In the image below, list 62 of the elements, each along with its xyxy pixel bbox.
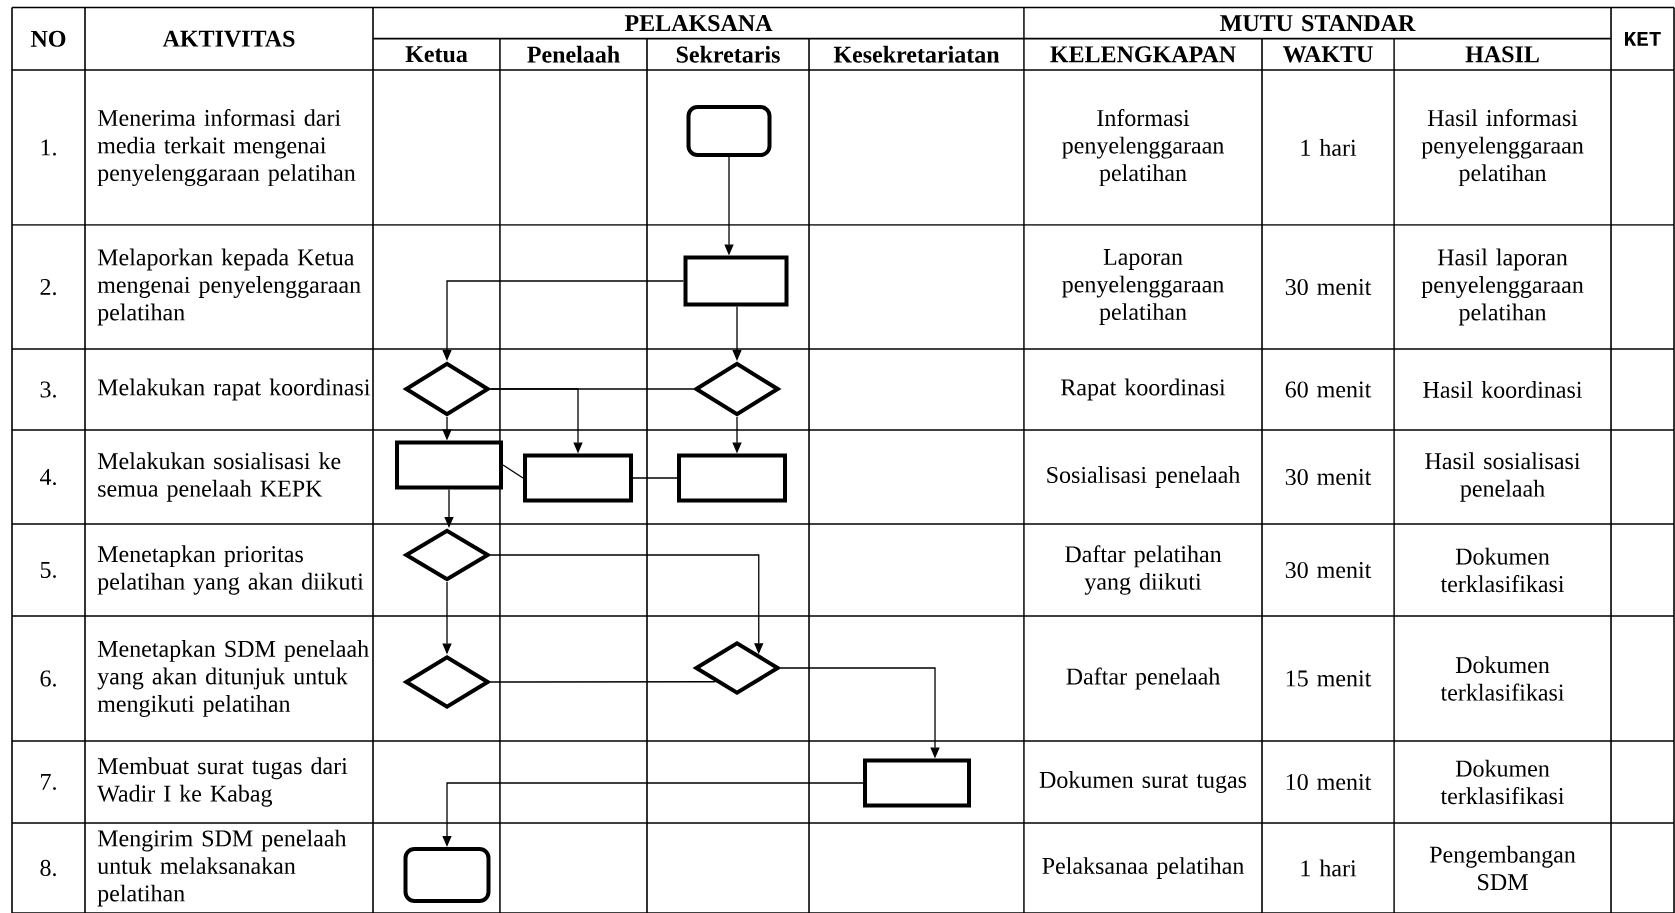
result-text: Pengembangan SDM xyxy=(1429,845,1576,891)
terminal-box xyxy=(686,105,772,157)
activity-text: Melaporkan kepada Ketua mengenai penyelenggaraan pelatihan xyxy=(97,248,361,326)
activity-text: Melakukan sosialisasi ke semua penelaah KEPK xyxy=(97,452,341,502)
process-box xyxy=(523,453,633,503)
column-header: PELAKSANA xyxy=(624,15,773,32)
row-number: 3. xyxy=(40,381,56,398)
completeness-text: Daftar pelatihan yang diikuti xyxy=(1065,545,1222,595)
column-header: Ketua xyxy=(405,46,468,63)
completeness-text: Daftar penelaah xyxy=(1066,667,1220,690)
process-box xyxy=(683,255,789,307)
column-header: AKTIVITAS xyxy=(162,30,295,47)
row-number: 1. xyxy=(41,139,56,156)
completeness-text: Laporan penyelenggaraan pelatihan xyxy=(1062,249,1224,325)
completeness-text: Dokumen surat tugas xyxy=(1039,771,1247,793)
result-text: Hasil informasi penyelenggaraan pelatihan xyxy=(1421,109,1584,186)
column-header: Penelaah xyxy=(527,45,620,63)
column-header: Sekretaris xyxy=(676,45,780,63)
row-number: 2. xyxy=(40,278,56,296)
completeness-text: Sosialisasi penelaah xyxy=(1047,466,1241,488)
terminal-box xyxy=(403,847,491,903)
process-box xyxy=(395,440,503,490)
activity-text: Mengirim SDM penelaah untuk melaksanakan pelatihan xyxy=(97,829,347,907)
connector-line xyxy=(489,681,716,683)
column-header: HASIL xyxy=(1465,46,1539,63)
activity-text: Melakukan rapat koordinasi xyxy=(97,378,370,401)
column-header: NO xyxy=(30,30,66,47)
duration-text: 30 menit xyxy=(1285,561,1372,579)
result-text: Dokumen terklasifikasi xyxy=(1440,759,1565,805)
activity-text: Menetapkan SDM penelaah yang akan ditunjuk untuk mengikuti pelatihan xyxy=(97,640,369,717)
completeness-text: Pelaksanaa pelatihan xyxy=(1042,857,1244,879)
result-text: Hasil sosialisasi penelaah xyxy=(1425,452,1581,502)
duration-text: 60 menit xyxy=(1285,381,1372,398)
row-number: 4. xyxy=(39,468,56,486)
duration-text: 10 menit xyxy=(1286,773,1372,791)
column-header: KELENGKAPAN xyxy=(1050,46,1236,63)
column-header: WAKTU xyxy=(1283,46,1373,63)
result-text: Hasil koordinasi xyxy=(1423,381,1583,398)
connector-line xyxy=(632,477,678,479)
column-header: MUTU STANDAR xyxy=(1220,15,1416,32)
row-number: 6. xyxy=(40,670,56,687)
activity-text: Menetapkan prioritas pelatihan yang akan diikuti xyxy=(97,545,364,595)
column-header: KET xyxy=(1625,31,1661,46)
completeness-text: Informasi penyelenggaraan pelatihan xyxy=(1062,109,1224,186)
duration-text: 1 hari xyxy=(1301,139,1357,156)
activity-text: Menerima informasi dari media terkait mengenai penyelenggaraan pelatihan xyxy=(97,108,356,187)
completeness-text: Rapat koordinasi xyxy=(1061,378,1226,401)
duration-text: 1 hari xyxy=(1301,859,1357,877)
result-text: Hasil laporan penyelenggaraan pelatihan xyxy=(1421,248,1584,326)
duration-text: 15 menit xyxy=(1286,670,1372,687)
duration-text: 30 menit xyxy=(1285,468,1372,486)
row-number: 8. xyxy=(40,859,56,877)
process-box xyxy=(863,758,971,808)
result-text: Dokumen terklasifikasi xyxy=(1440,547,1565,593)
row-number: 5. xyxy=(40,562,56,579)
row-number: 7. xyxy=(41,774,56,791)
result-text: Dokumen terklasifikasi xyxy=(1440,656,1565,701)
process-box xyxy=(677,453,787,503)
column-header: Kesekretariatan xyxy=(833,45,1000,63)
activity-text: Membuat surat tugas dari Wadir I ke Kabag xyxy=(97,757,348,807)
connector-line xyxy=(502,464,524,479)
duration-text: 30 menit xyxy=(1285,278,1372,296)
